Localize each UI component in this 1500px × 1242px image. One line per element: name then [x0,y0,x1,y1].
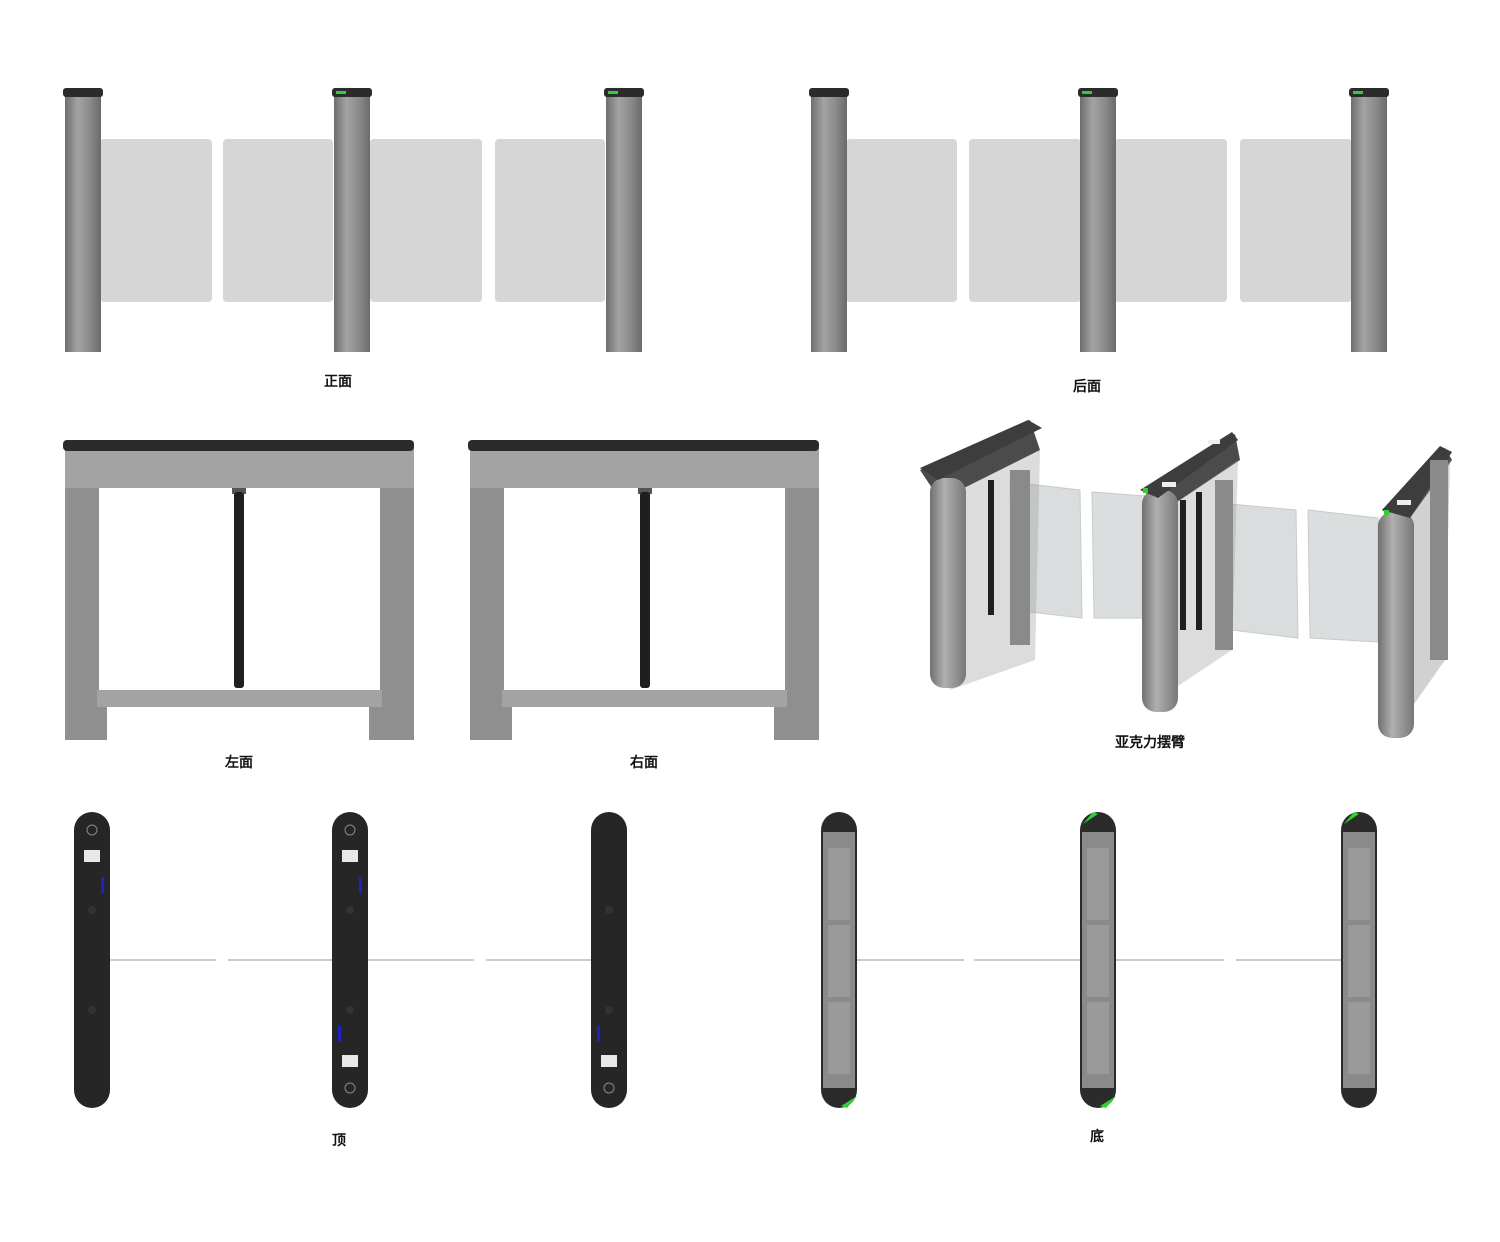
back-view-drawing [809,88,1389,352]
green-indicator-light [1100,1096,1116,1108]
green-indicator-light [336,91,346,94]
swing-panel [100,139,212,302]
bottom-view: 底 [750,790,1500,1160]
swing-panel [223,139,333,302]
turnstile-unit [920,420,1042,690]
card-reader [342,1055,358,1067]
acrylic-panel [1229,503,1299,639]
pillar [1349,88,1389,352]
side-frame [468,440,819,740]
pillar [332,88,372,352]
green-indicator-light [608,91,618,94]
card-reader [1208,440,1220,444]
side-frame [63,440,414,740]
turnstile-unit [1140,432,1240,712]
green-indicator-light [841,1096,857,1108]
swing-panel [1240,139,1352,302]
top-column [74,812,110,1108]
top-view: 顶 [0,790,750,1160]
green-indicator-light [1353,91,1363,94]
pillar [1078,88,1118,352]
turnstile-unit [1378,446,1452,738]
pillar [604,88,644,352]
rfid-icon [603,1082,615,1094]
bottom-view-label: 底 [1090,1129,1104,1145]
pillar [63,88,103,352]
green-indicator-light [1384,510,1389,515]
top-column [332,812,368,1108]
acrylic-panel [1307,509,1379,643]
swing-arm-shaft [232,488,246,688]
front-view-label: 正面 [324,374,352,390]
top-column [591,812,627,1108]
card-reader [342,850,358,862]
perspective-view-label: 亚克力摆臂 [1115,735,1185,751]
perspective-view-drawing [920,420,1452,738]
top-view-label: 顶 [332,1133,346,1149]
front-view: 正面 [0,0,750,400]
left-view-drawing [63,440,414,740]
back-view-label: 后面 [1073,379,1101,395]
front-view-drawing [63,88,644,352]
swing-panel [1115,139,1227,302]
swing-panel [370,139,482,302]
rfid-icon [344,1082,356,1094]
rfid-icon [86,824,98,836]
green-indicator-light [1143,488,1148,493]
green-indicator-light [1082,91,1092,94]
perspective-view: 亚克力摆臂 [900,400,1490,770]
base-plate [1341,812,1377,1108]
top-view-drawing [74,812,627,1108]
card-reader [601,1055,617,1067]
swing-panel [495,139,605,302]
left-view-label: 左面 [225,755,253,771]
back-view: 后面 [750,0,1500,400]
right-view: 右面 [405,420,845,780]
acrylic-panel [1091,491,1149,619]
swing-arm-shaft [638,488,652,688]
pillar [809,88,849,352]
green-indicator-light [1083,812,1098,824]
swing-panel [969,139,1081,302]
swing-panel [846,139,957,302]
card-reader [1397,500,1411,505]
card-reader [84,850,100,862]
right-view-label: 右面 [630,755,658,771]
bottom-view-drawing [821,812,1377,1108]
right-view-drawing [468,440,819,740]
rfid-icon [344,824,356,836]
left-view: 左面 [0,420,440,780]
card-reader [1162,482,1176,487]
base-plate [1080,812,1116,1108]
green-indicator-light [1344,812,1359,824]
base-plate [821,812,857,1108]
